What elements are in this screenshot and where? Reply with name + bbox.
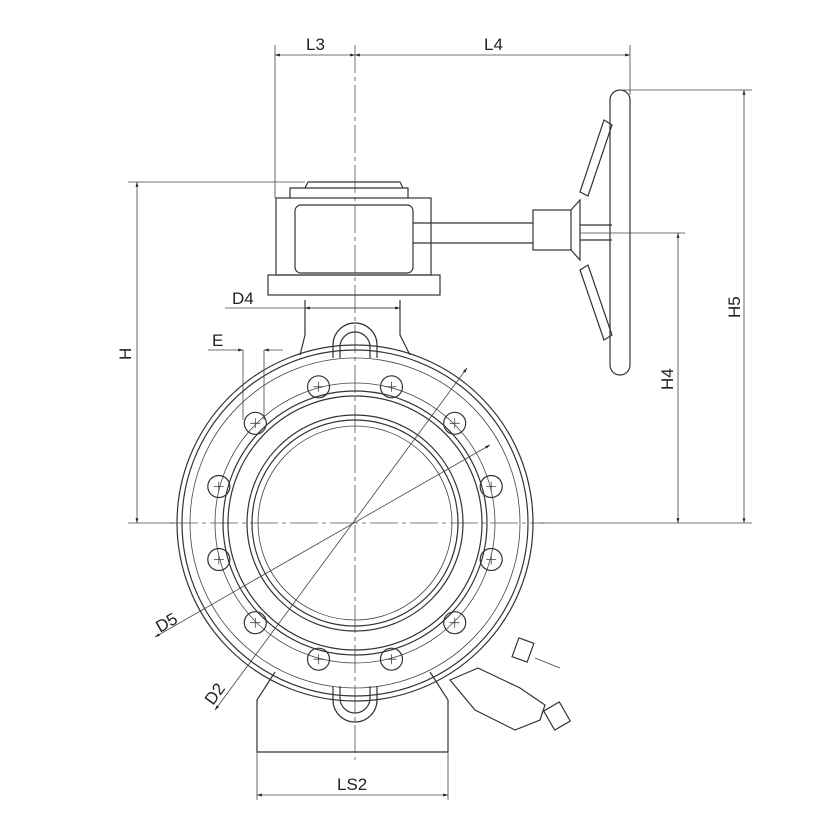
bolt-center-mark — [250, 617, 261, 628]
bolt-center-mark — [313, 381, 324, 392]
label-d4: D4 — [232, 289, 254, 308]
bolt-center-mark — [250, 418, 261, 429]
bolt-center-mark — [386, 654, 397, 665]
label-e: E — [212, 331, 223, 350]
label-ls2: LS2 — [337, 775, 367, 794]
label-d2: D2 — [201, 680, 229, 709]
label-l4: L4 — [484, 35, 503, 54]
bolt-center-mark — [486, 554, 497, 565]
bolt-center-mark — [213, 554, 224, 565]
bolt-center-mark — [313, 654, 324, 665]
drain-valve — [449, 637, 572, 731]
bolt-center-mark — [486, 481, 497, 492]
dimensions — [128, 45, 752, 800]
label-h: H — [116, 348, 135, 360]
label-h5: H5 — [725, 296, 744, 318]
valve-neck — [299, 300, 411, 358]
label-l3: L3 — [306, 35, 325, 54]
bolt-center-mark — [386, 381, 397, 392]
bolt-center-mark — [213, 481, 224, 492]
handwheel — [579, 89, 631, 376]
bolt-center-mark — [449, 418, 460, 429]
label-d5: D5 — [153, 609, 181, 636]
gearbox — [267, 181, 612, 296]
bolt-center-mark — [449, 617, 460, 628]
label-h4: H4 — [658, 368, 677, 390]
